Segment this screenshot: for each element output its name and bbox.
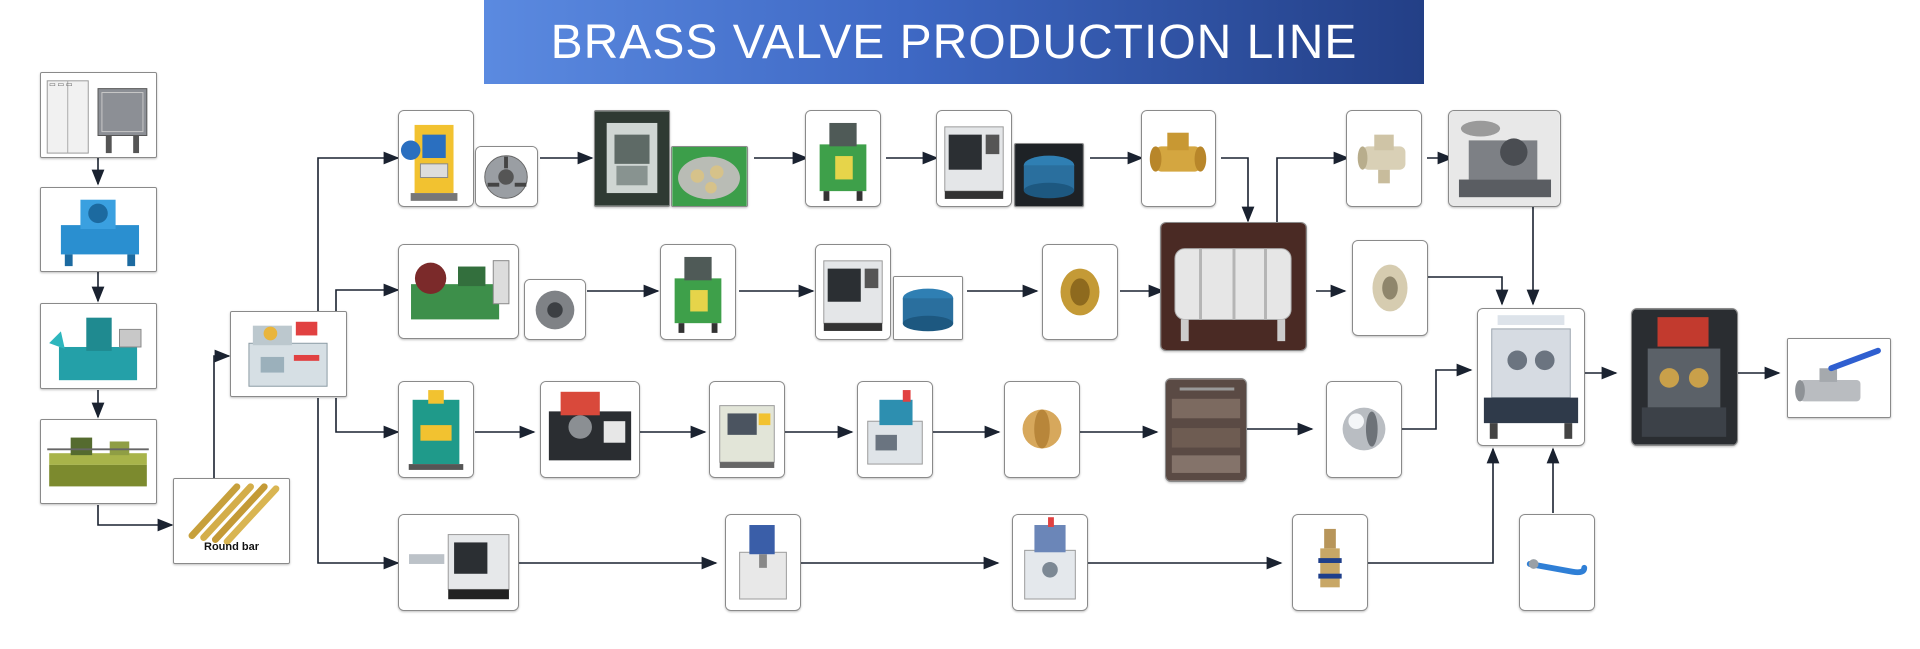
row2-blank-image — [524, 279, 586, 340]
casting-machine-image — [40, 187, 157, 272]
straightening-line-image — [40, 419, 157, 504]
row4-automatic-machine-image — [1012, 514, 1088, 611]
row1-cnc-machine-image — [936, 110, 1012, 207]
finished-ball-valve-image — [1787, 338, 1891, 418]
row1-shot-blast-image — [805, 110, 881, 207]
row2-cold-header-image — [398, 244, 519, 339]
row1-polished-body-image — [1346, 110, 1422, 207]
row2-brass-nut-image — [1042, 244, 1118, 340]
row1-trimming-die-image — [671, 146, 748, 207]
row4-cnc-lathe-image — [398, 514, 519, 611]
page-title: BRASS VALVE PRODUCTION LINE — [550, 15, 1358, 69]
row1-vibratory-feeder-image — [1014, 143, 1084, 207]
row1-valve-body-image — [1141, 110, 1216, 207]
row3-grinder-image — [709, 381, 785, 478]
row3-brass-ball-image — [1004, 381, 1080, 478]
row2-vibratory-feeder-image — [893, 276, 963, 340]
row1-chuck-image — [475, 146, 538, 207]
row3-hydraulic-press-image — [398, 381, 474, 478]
testing-machine-image — [1631, 308, 1738, 446]
drawing-machine-image — [40, 303, 157, 389]
row2-shot-blast-image — [660, 244, 736, 340]
cutting-machine-image — [230, 311, 347, 397]
row3-lathe-image — [540, 381, 640, 478]
row3-ball-turning-machine-image — [857, 381, 933, 478]
assembly-machine-image — [1477, 308, 1585, 446]
row4-valve-stem-image — [1292, 514, 1368, 611]
round-bar-image: Round bar — [173, 478, 290, 564]
furnace-image: ▭ ▭ ▭ — [40, 72, 157, 158]
svg-text:▭ ▭ ▭: ▭ ▭ ▭ — [49, 82, 72, 89]
round-bar-label: Round bar — [204, 541, 259, 553]
row2-polished-nut-image — [1352, 240, 1428, 336]
washing-machine-image — [1160, 222, 1307, 351]
row1-assembly-station-image — [1448, 110, 1561, 207]
row3-plating-line-image — [1165, 378, 1247, 482]
row3-chrome-ball-image — [1326, 381, 1402, 478]
title-banner: BRASS VALVE PRODUCTION LINE — [484, 0, 1424, 84]
row2-cnc-machine-image — [815, 244, 891, 340]
row4-handle-image — [1519, 514, 1595, 611]
row1-press-machine-image — [594, 110, 670, 207]
row1-forging-press-image — [398, 110, 474, 207]
row4-drilling-machine-image — [725, 514, 801, 611]
